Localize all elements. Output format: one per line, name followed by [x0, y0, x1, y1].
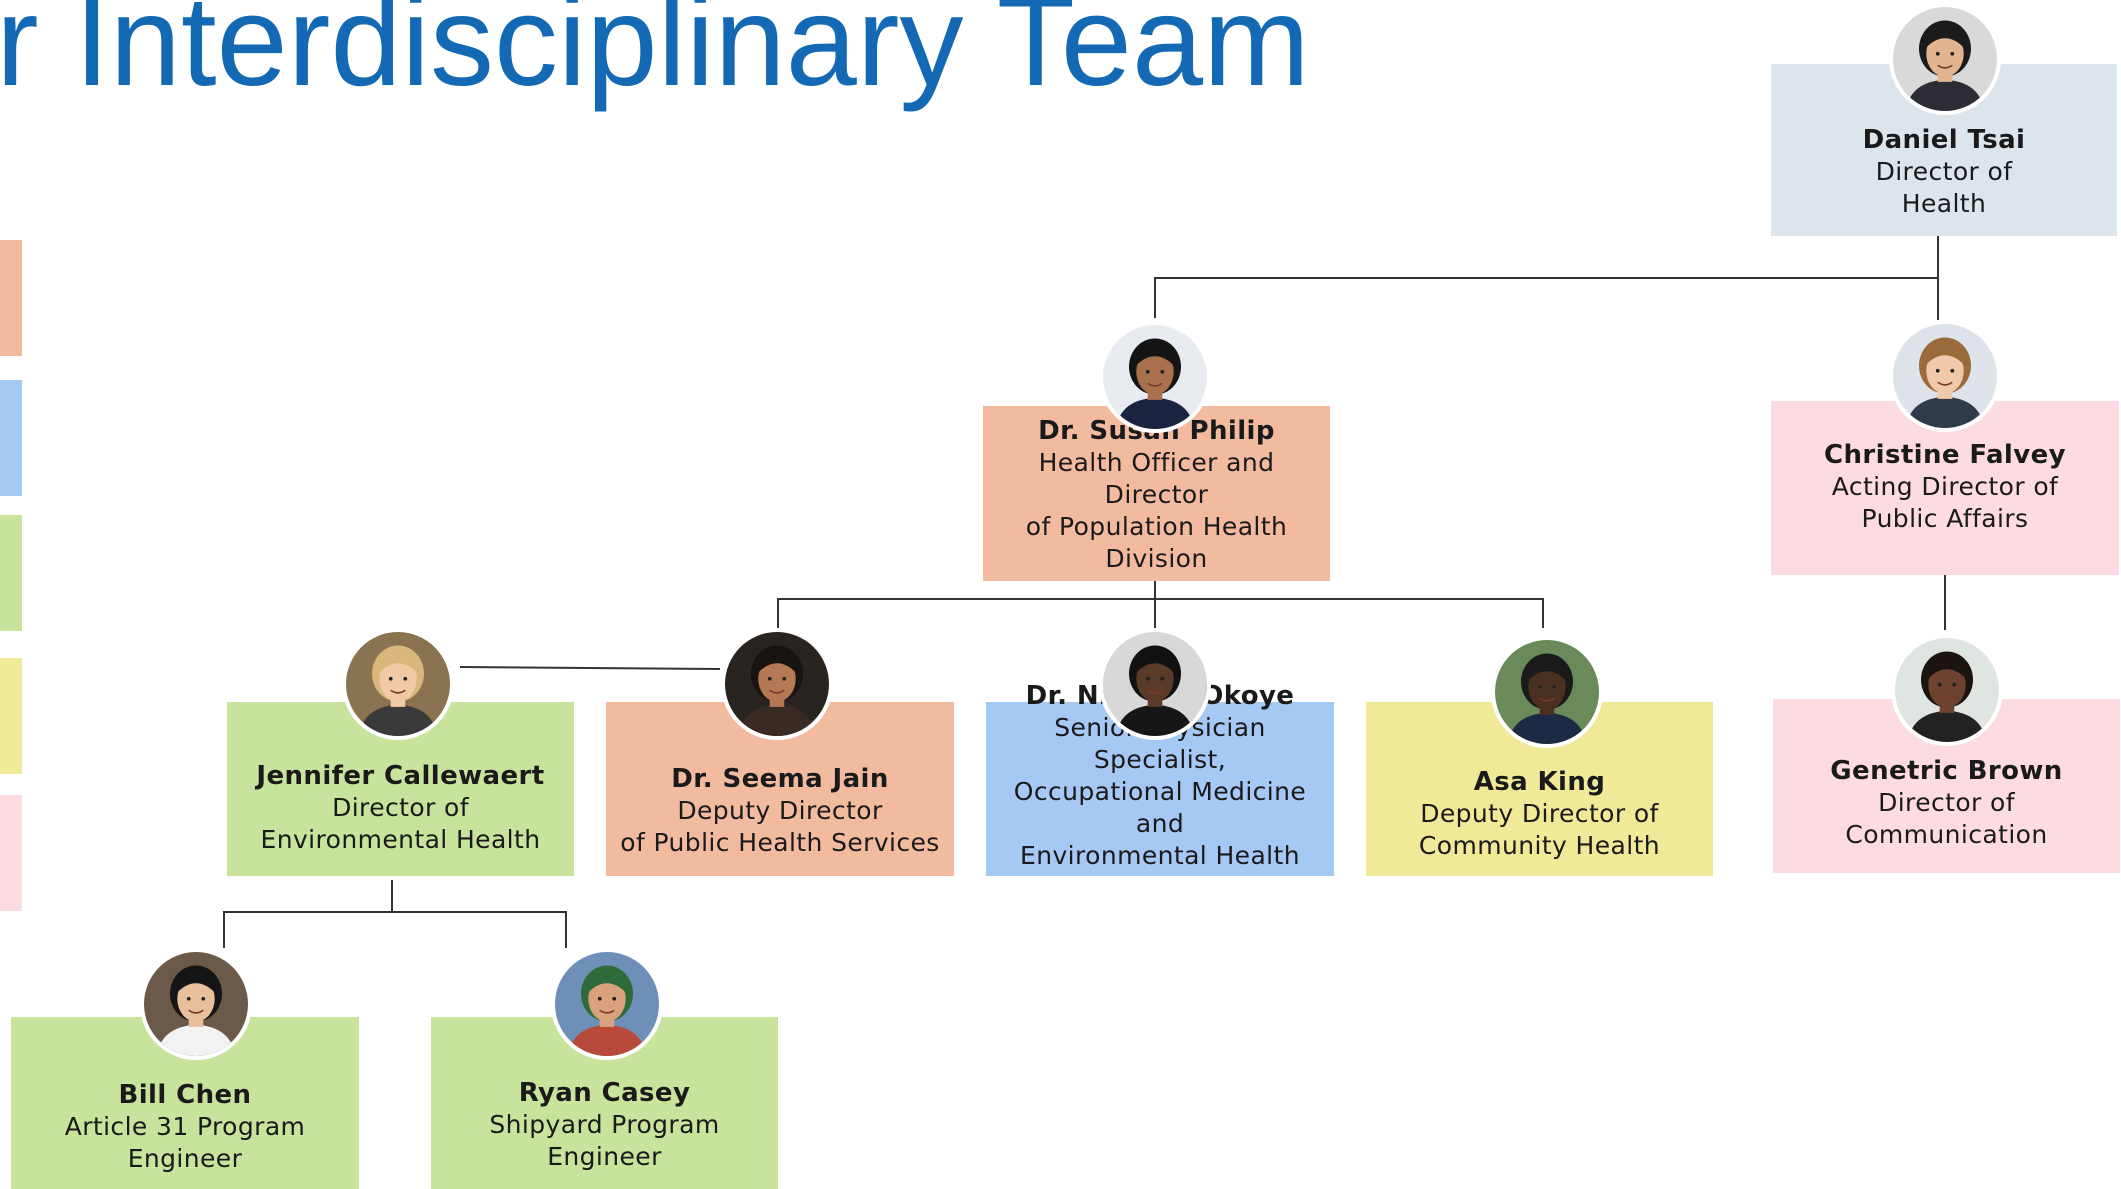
- person-name: Bill Chen: [118, 1080, 252, 1110]
- connector-line: [1154, 235, 1939, 318]
- person-name: Daniel Tsai: [1862, 125, 2026, 155]
- org-card-seema-jain: Dr. Seema Jain Deputy Director of Public…: [606, 702, 954, 876]
- avatar-susan-philip: [1099, 321, 1211, 433]
- portrait-icon: [725, 632, 829, 736]
- portrait-icon: [1103, 632, 1207, 736]
- portrait-icon: [1893, 7, 1997, 111]
- person-role: Director of Communication: [1845, 788, 2048, 849]
- portrait-icon: [555, 952, 659, 1056]
- person-role: Health Officer and Director of Populatio…: [1025, 448, 1288, 573]
- avatar-jennifer-callewaert: [342, 628, 454, 740]
- person-name: Genetric Brown: [1830, 756, 2063, 786]
- person-role: Shipyard Program Engineer: [489, 1110, 720, 1171]
- person-name: Asa King: [1473, 767, 1606, 797]
- person-role: Director of Health: [1875, 157, 2013, 218]
- connector-line: [223, 911, 567, 948]
- avatar-ryan-casey: [551, 948, 663, 1060]
- person-role: Deputy Director of Public Health Service…: [620, 796, 940, 857]
- avatar-asa-king: [1491, 636, 1603, 748]
- org-card-susan-philip: Dr. Susan Philip Health Officer and Dire…: [983, 406, 1330, 581]
- avatar-daniel-tsai: [1889, 3, 2001, 115]
- person-name: Dr. Seema Jain: [671, 764, 889, 794]
- avatar-christine-falvey: [1889, 320, 2001, 432]
- avatar-bill-chen: [140, 948, 252, 1060]
- portrait-icon: [1103, 325, 1207, 429]
- legend-swatch: [0, 380, 22, 496]
- page-title: r Interdisciplinary Team: [0, 0, 1310, 113]
- portrait-icon: [1893, 324, 1997, 428]
- connector-line: [777, 598, 1544, 628]
- person-role: Acting Director of Public Affairs: [1831, 472, 2059, 533]
- portrait-icon: [1895, 638, 1999, 742]
- legend-swatch: [0, 515, 22, 631]
- person-name: Christine Falvey: [1824, 440, 2066, 470]
- avatar-seema-jain: [721, 628, 833, 740]
- avatar-genetric-brown: [1891, 634, 2003, 746]
- legend-swatch: [0, 240, 22, 356]
- portrait-icon: [1495, 640, 1599, 744]
- person-name: Ryan Casey: [518, 1078, 691, 1108]
- legend-swatch: [0, 795, 22, 911]
- connector-line: [459, 666, 721, 670]
- person-role: Article 31 Program Engineer: [64, 1112, 306, 1173]
- legend-swatch: [0, 658, 22, 774]
- org-card-asa-king: Asa King Deputy Director of Community He…: [1366, 702, 1713, 876]
- person-name: Jennifer Callewaert: [256, 761, 545, 791]
- portrait-icon: [346, 632, 450, 736]
- portrait-icon: [144, 952, 248, 1056]
- person-role: Director of Environmental Health: [260, 793, 541, 854]
- avatar-nnenna-okoye: [1099, 628, 1211, 740]
- person-role: Deputy Director of Community Health: [1418, 799, 1661, 860]
